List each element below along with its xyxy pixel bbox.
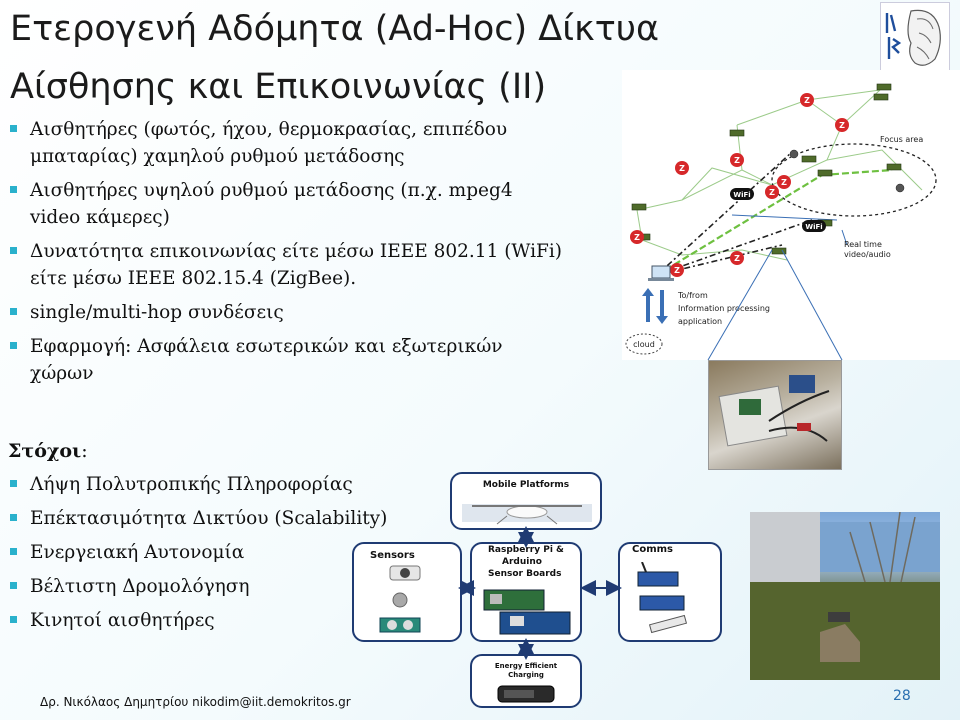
bullet-marker-icon xyxy=(10,616,17,623)
outdoor-scene-image-icon xyxy=(750,511,940,680)
bullet-marker-icon xyxy=(10,186,17,193)
power-bank-icon xyxy=(497,685,555,703)
bullet-marker-icon xyxy=(10,308,17,315)
rpi-label: Raspberry Pi & Arduino Sensor Boards xyxy=(488,545,564,579)
mobile-platforms-label: Mobile Platforms xyxy=(482,480,570,490)
mobile-platforms-box: Mobile Platforms xyxy=(450,472,602,530)
raspberry-arduino-box: Raspberry Pi & Arduino Sensor Boards xyxy=(470,542,582,642)
focus-area-label: Focus area xyxy=(880,135,923,144)
footer-author: Δρ. Νικόλαος Δημητρίου nikodim@iit.demok… xyxy=(40,695,351,709)
page-number: 28 xyxy=(893,688,911,704)
goal-item: Ενεργειακή Αυτονομία xyxy=(8,539,448,566)
sensors-icon xyxy=(379,565,421,633)
bullet-marker-icon xyxy=(10,342,17,349)
goal-item: Επέκτασιμότητα Δικτύου (Scalability) xyxy=(8,505,448,532)
comms-modules-icon xyxy=(637,562,688,634)
goal-item: Βέλτιστη Δρομολόγηση xyxy=(8,573,448,600)
wifi-node-icons: WiFi WiFi xyxy=(730,188,826,232)
sensor-board-photo xyxy=(708,360,842,470)
tofrom-label-1: To/from xyxy=(677,291,708,300)
energy-label: Energy Efficient Charging xyxy=(494,662,558,679)
cloud-icon: cloud xyxy=(625,333,663,355)
network-diagram-svg: Z Z Z Z Z Z Z Z Z WiFi WiFi xyxy=(625,83,937,361)
zigbee-label: Z xyxy=(674,266,680,275)
zigbee-label: Z xyxy=(734,156,740,165)
bullet-list: Αισθητήρες (φωτός, ήχου, θερμοκρασίας, ε… xyxy=(8,116,568,394)
bullet-item: Αισθητήρες (φωτός, ήχου, θερμοκρασίας, ε… xyxy=(8,116,568,170)
comms-box: Comms xyxy=(618,542,722,642)
laptop-icon xyxy=(648,265,674,281)
zigbee-label: Z xyxy=(781,178,787,187)
realtime-label-1: Real time xyxy=(844,240,882,249)
zigbee-label: Z xyxy=(769,188,775,197)
zigbee-label: Z xyxy=(634,233,640,242)
outdoor-deployment-photo xyxy=(750,511,940,680)
bullet-item: Αισθητήρες υψηλού ρυθμού μετάδοσης (π.χ.… xyxy=(8,177,568,231)
bullet-marker-icon xyxy=(10,247,17,254)
bullet-marker-icon xyxy=(10,514,17,521)
updown-arrows-icon xyxy=(642,288,668,324)
zigbee-label: Z xyxy=(839,121,845,130)
zigbee-label: Z xyxy=(804,96,810,105)
network-diagram: Z Z Z Z Z Z Z Z Z WiFi WiFi xyxy=(622,70,960,361)
zigbee-label: Z xyxy=(734,254,740,263)
realtime-label-2: video/audio xyxy=(844,250,891,259)
bullet-marker-icon xyxy=(10,125,17,132)
sensors-label: Sensors xyxy=(370,550,415,561)
bullet-item: single/multi-hop συνδέσεις xyxy=(8,299,568,326)
energy-charging-box: Energy Efficient Charging xyxy=(470,654,582,708)
goal-item: Κινητοί αισθητήρες xyxy=(8,607,448,634)
cloud-label: cloud xyxy=(633,340,655,349)
logo-emblem-icon xyxy=(881,3,949,73)
title-line-2: Αίσθησης και Επικοινωνίας (ΙΙ) xyxy=(10,67,547,107)
sensors-box: Sensors xyxy=(352,542,462,642)
comms-label: Comms xyxy=(632,544,674,555)
goal-item: Λήψη Πολυτροπικής Πληροφορίας xyxy=(8,471,448,498)
bullet-marker-icon xyxy=(10,582,17,589)
slide-title: Ετερογενή Αδόμητα (Ad-Hoc) Δίκτυα Αίσθησ… xyxy=(10,0,770,116)
wifi-label: WiFi xyxy=(733,191,750,199)
bullet-marker-icon xyxy=(10,548,17,555)
wifi-label: WiFi xyxy=(805,223,822,231)
bullet-item: Δυνατότητα επικοινωνίας είτε μέσω IEEE 8… xyxy=(8,238,568,292)
tofrom-label-2: Information processing xyxy=(678,304,770,313)
title-line-1: Ετερογενή Αδόμητα (Ad-Hoc) Δίκτυα xyxy=(10,9,660,49)
sensor-board-image-icon xyxy=(718,375,830,447)
goals-list: Λήψη Πολυτροπικής Πληροφορίας Επέκτασιμό… xyxy=(8,471,448,641)
goals-heading: Στόχοι: xyxy=(8,440,88,462)
drone-icon xyxy=(462,504,592,525)
zigbee-label: Z xyxy=(679,164,685,173)
bullet-marker-icon xyxy=(10,480,17,487)
tofrom-label-3: application xyxy=(678,317,722,326)
demokritos-logo xyxy=(880,2,950,74)
bullet-item: Εφαρμογή: Ασφάλεια εσωτερικών και εξωτερ… xyxy=(8,333,568,387)
zigbee-node-icons: Z Z Z Z Z Z Z Z Z xyxy=(630,93,849,277)
boards-icon xyxy=(483,589,571,635)
